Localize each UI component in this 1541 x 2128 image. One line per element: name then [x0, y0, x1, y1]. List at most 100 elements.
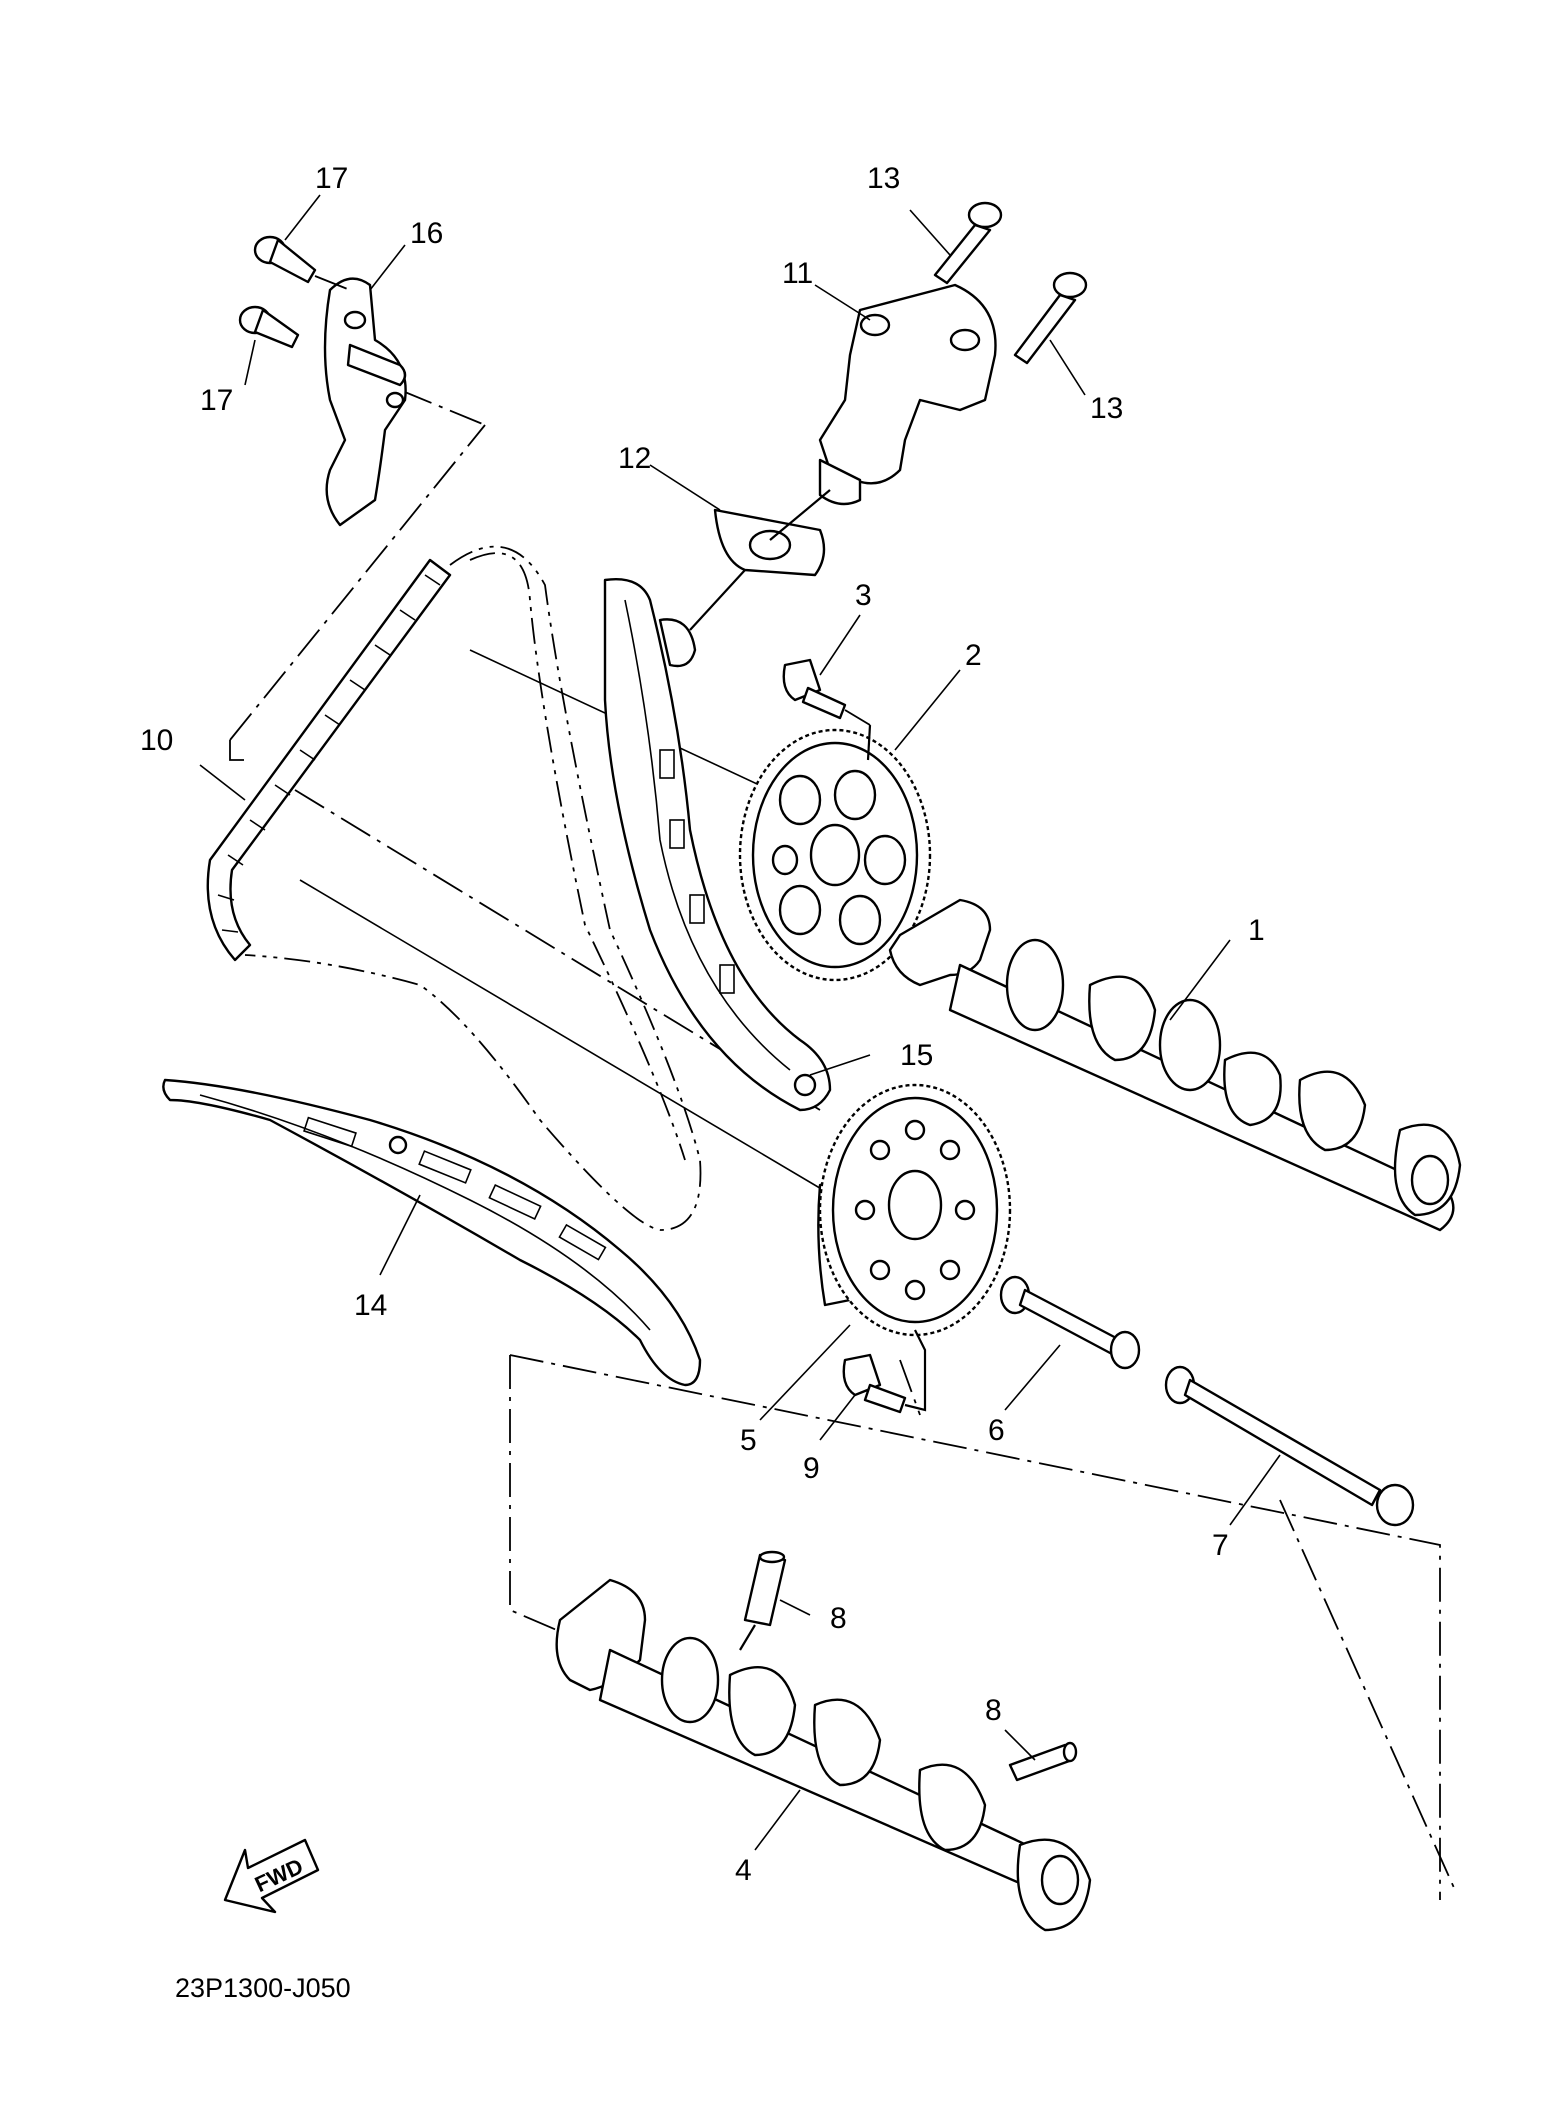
frame-line-chain-upper: [229, 424, 486, 741]
frame-line-chain-corner: [229, 740, 245, 761]
timing-chain: [206, 545, 702, 1231]
sprocket-2-hub: [809, 823, 861, 887]
sprocket-2-hole: [838, 894, 882, 946]
callout-9: 9: [803, 1452, 820, 1485]
camshaft-4-lobe: [918, 1763, 987, 1852]
guide-slot: [659, 749, 675, 779]
chain-guide-15: [603, 578, 832, 1112]
sprocket-2-hole: [771, 844, 799, 876]
bolt-13-right: [1013, 271, 1088, 365]
bracket-body: [323, 277, 407, 527]
callout-labels: 1 2 3 4 5 6 7 8 8 9 10 11 12 13 13 14 15…: [140, 162, 1265, 1887]
callout-2: 2: [965, 639, 982, 672]
callout-11: 11: [782, 257, 813, 290]
shaft-6-collar: [1109, 1330, 1141, 1370]
camshaft-1-lobe: [1088, 975, 1157, 1062]
camshaft-1-journal: [1005, 938, 1065, 1032]
cam-sprocket-5: [817, 1083, 1012, 1337]
callout-12: 12: [618, 442, 651, 475]
frame-line-bolt-9: [899, 1359, 921, 1416]
guide-pivot-hole: [388, 1135, 408, 1155]
gasket-connector: [769, 489, 831, 541]
tensioner-hole: [859, 313, 891, 337]
chain-guide-14-rail: [199, 1094, 651, 1331]
callout-14: 14: [354, 1289, 387, 1322]
gasket-hole: [748, 529, 792, 561]
callout-3: 3: [855, 579, 872, 612]
bracket-hole: [385, 391, 405, 409]
guide-slot: [418, 1150, 472, 1184]
chain-guide-14-body: [162, 1078, 702, 1387]
bolt-13-upper: [933, 201, 1003, 285]
callout-17-lower: 17: [200, 384, 233, 417]
dowel-pin-8-lower: [1008, 1741, 1078, 1782]
guide-slot: [689, 894, 705, 924]
diagram-code: 23P1300-J050: [175, 1973, 351, 2003]
bracket-16: [238, 235, 407, 527]
tensioner-hole: [949, 328, 981, 352]
callout-13-right: 13: [1090, 392, 1123, 425]
sprocket-5-hole: [869, 1259, 891, 1281]
bracket-hole: [343, 310, 367, 330]
dowel-pin-8-upper: [739, 1550, 787, 1651]
frame-line-exhaust-right: [509, 1354, 1441, 1900]
bolt-17-lower: [238, 305, 300, 349]
gasket-12: [689, 489, 831, 631]
callout-16: 16: [410, 217, 443, 250]
callout-8-lower: 8: [985, 1694, 1002, 1727]
gasket-to-guide: [689, 569, 746, 631]
chain-rear-run-outline: [244, 545, 702, 1231]
frame-line-camshaft-4: [1279, 1499, 1456, 1891]
guide-slot: [558, 1223, 607, 1261]
callout-17-upper: 17: [315, 162, 348, 195]
camshaft-1-lobe: [1223, 1051, 1282, 1127]
camshaft-1: [888, 898, 1462, 1232]
camshaft-1-journal: [1158, 998, 1222, 1092]
bolt-17-upper: [253, 235, 317, 284]
guide-tensioner-pad: [658, 618, 697, 668]
sprocket-5-hole: [904, 1119, 926, 1141]
fwd-arrow-shape: [223, 1838, 320, 1914]
camshaft-4: [555, 1578, 1092, 1932]
callout-13-upper: 13: [867, 162, 900, 195]
callout-5: 5: [740, 1424, 757, 1457]
sprocket-5-hole: [939, 1259, 961, 1281]
sprocket-5-hub: [887, 1169, 943, 1241]
guide-slot: [303, 1116, 357, 1148]
frame-line-exhaust-left: [509, 1355, 581, 1641]
tensioner-body: [818, 283, 997, 485]
sprocket-2-hole: [778, 774, 822, 826]
camshaft-1-end-bore: [1410, 1154, 1450, 1206]
shaft-6-rod: [1018, 1288, 1122, 1356]
bolt-3: [782, 658, 872, 761]
axis-line-guide-14: [299, 879, 841, 1201]
sprocket-5-hole: [954, 1199, 976, 1221]
chain-guide-rail: [624, 599, 791, 1071]
sprocket-2-hole: [863, 834, 907, 886]
shaft-7-rod: [1183, 1378, 1382, 1507]
callout-1: 1: [1248, 914, 1265, 947]
cam-chain-tensioner-11: [818, 201, 1088, 506]
sprocket-5-hole: [904, 1279, 926, 1301]
guide-slot: [669, 819, 685, 849]
shaft-7-collar: [1375, 1483, 1415, 1527]
chain-guide-body: [603, 578, 832, 1112]
chain-front-run: [206, 558, 452, 962]
callout-4: 4: [735, 1854, 752, 1887]
callout-15: 15: [900, 1039, 933, 1072]
guide-slot: [488, 1184, 542, 1220]
sprocket-5-hole: [869, 1139, 891, 1161]
frame-line-guide-top: [399, 389, 486, 426]
sprocket-2-hole: [778, 884, 822, 936]
guide-pivot-hole: [793, 1073, 817, 1097]
bolt-17-line: [314, 275, 351, 291]
callout-7: 7: [1212, 1529, 1229, 1562]
tensioner-plunger: [818, 458, 862, 506]
camshaft-4-end-bore: [1040, 1854, 1080, 1906]
callout-8-upper: 8: [830, 1602, 847, 1635]
chain-rear-run-inner: [469, 552, 686, 1161]
camshaft-4-journal: [660, 1636, 720, 1724]
callout-6: 6: [988, 1414, 1005, 1447]
shaft-7: [1164, 1365, 1415, 1527]
